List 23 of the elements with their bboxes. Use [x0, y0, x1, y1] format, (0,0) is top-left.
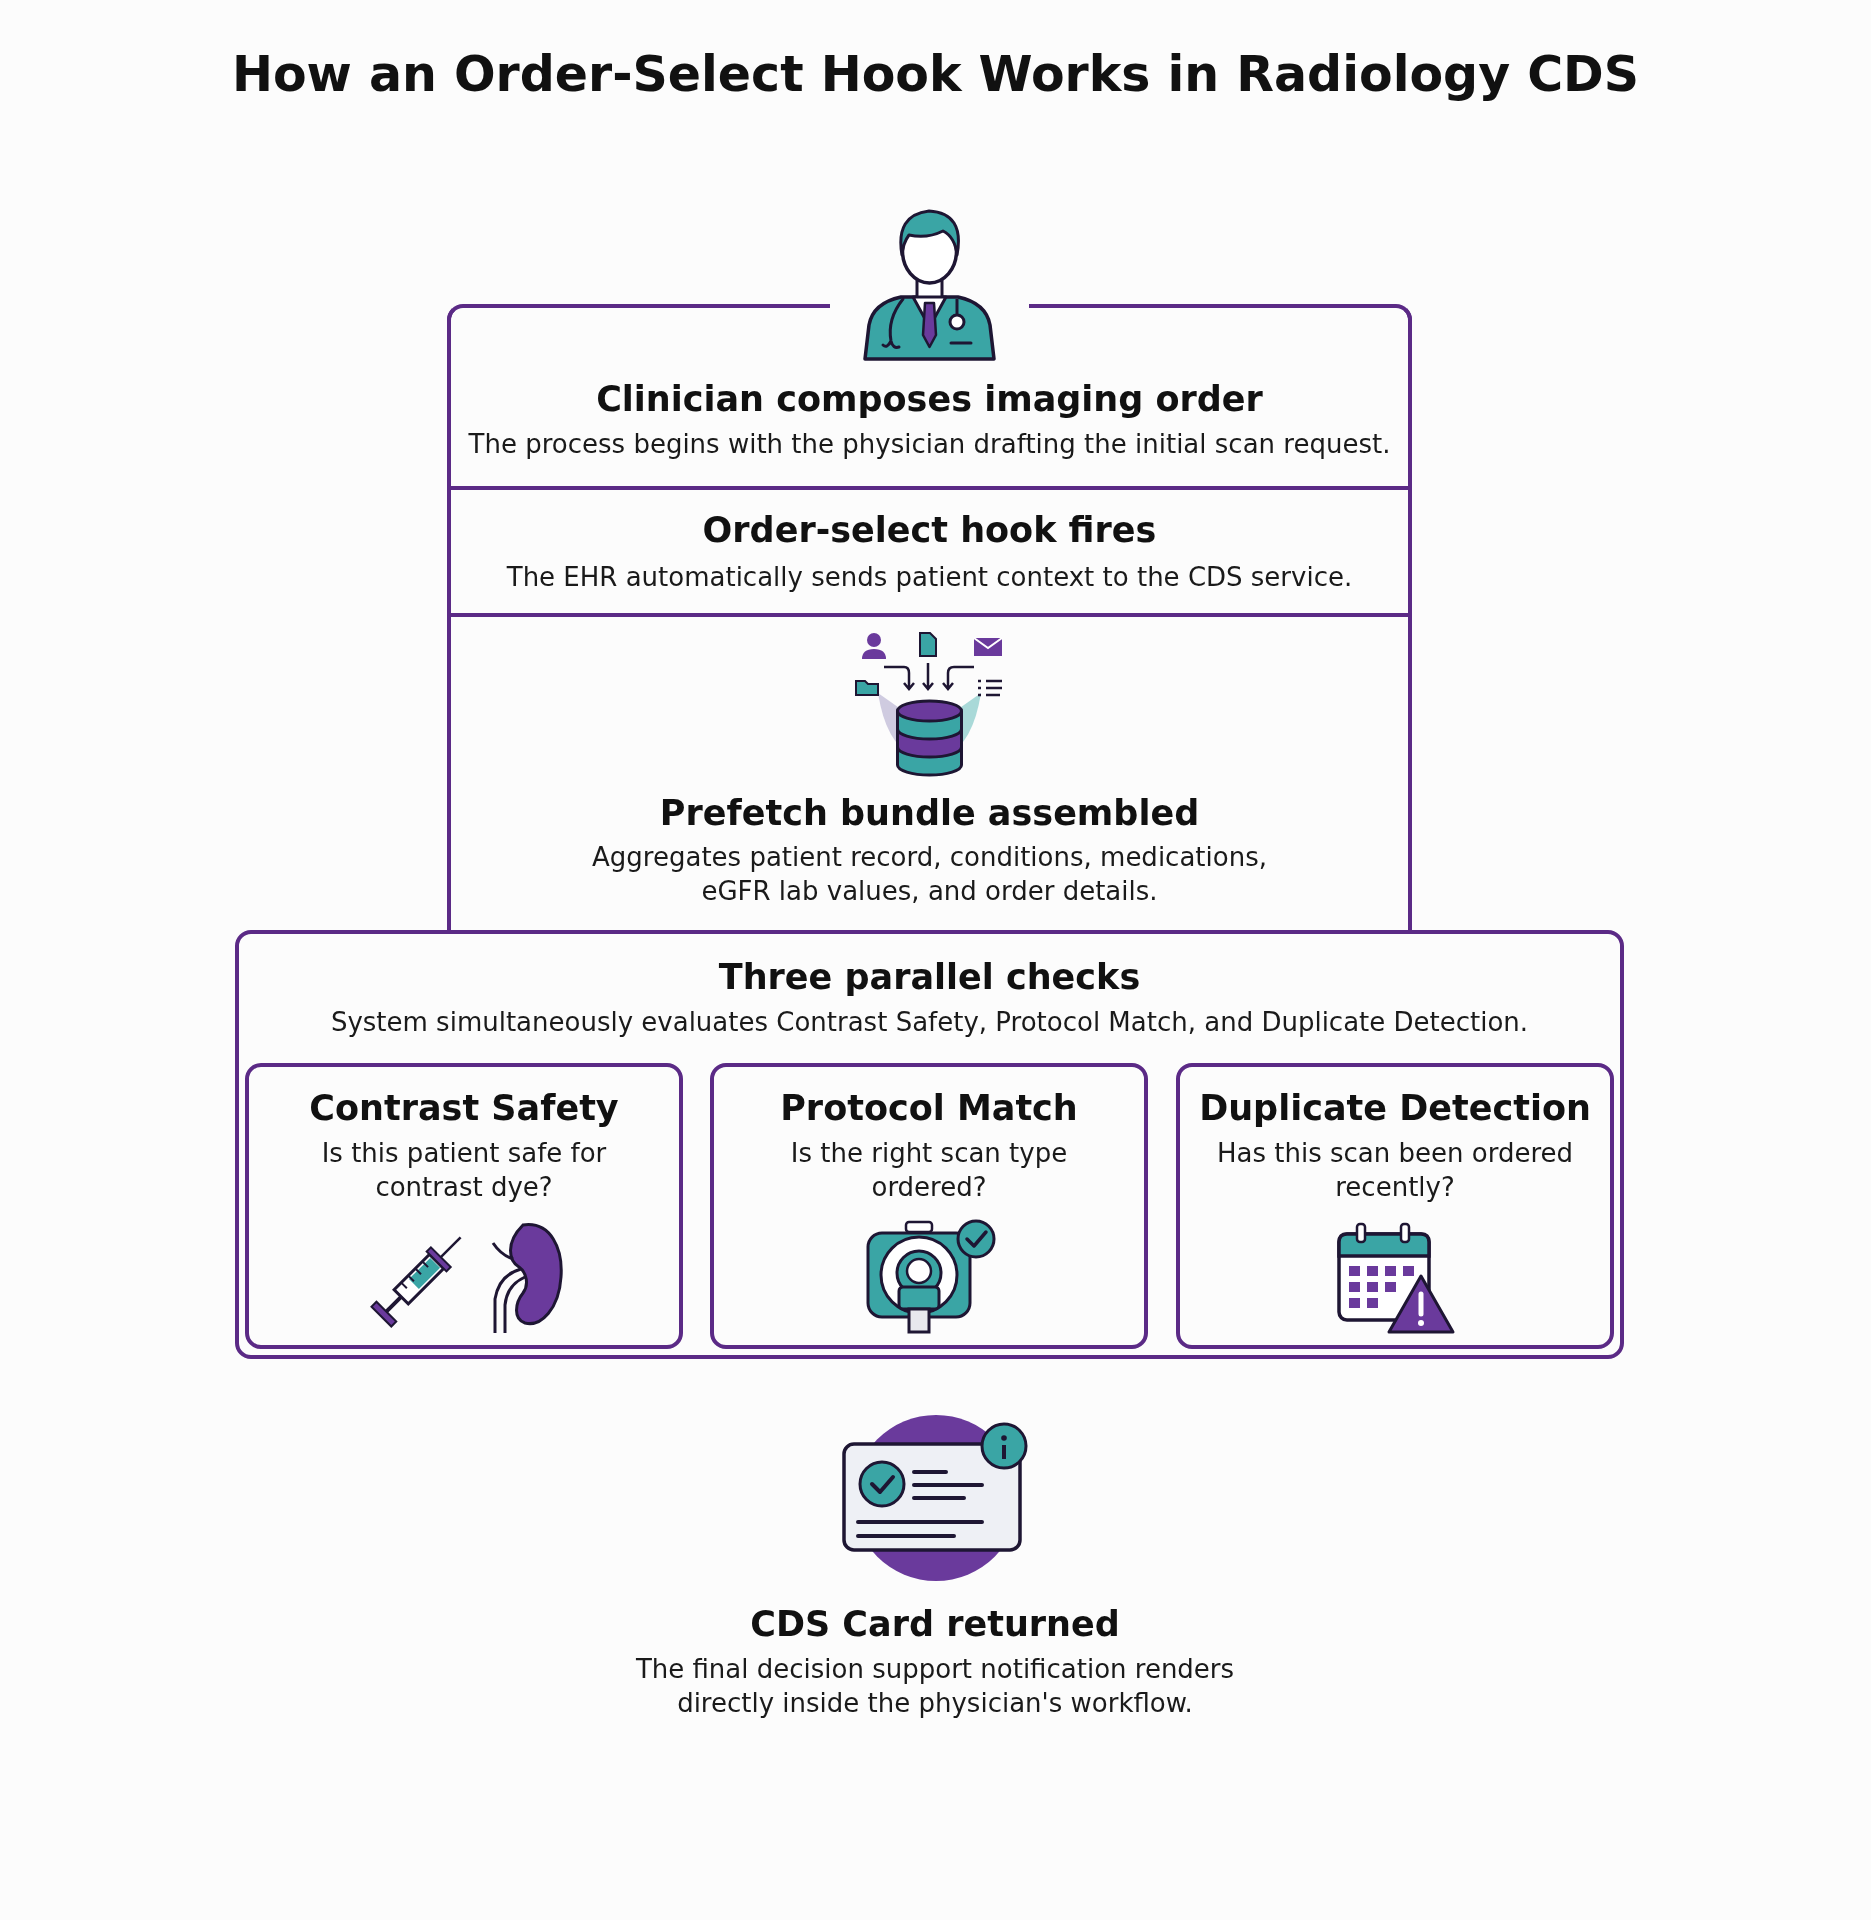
step-heading: Prefetch bundle assembled [659, 792, 1200, 834]
check-card [710, 1063, 1148, 1349]
step-panel [447, 617, 1412, 930]
step-description: Is this patient safe for contrast dye? [320, 1137, 608, 1204]
check-card [1176, 1063, 1614, 1349]
step-panel [447, 490, 1412, 617]
step-description: The final decision support notification renders directly inside the physician's workflow. [634, 1653, 1236, 1720]
checks-panel [235, 930, 1624, 1359]
diagram-title: How an Order-Select Hook Works in Radiology CDS [231, 46, 1640, 104]
step-heading: Order-select hook fires [702, 509, 1157, 551]
step-description: Has this scan been ordered recently? [1216, 1137, 1574, 1204]
step-description: The EHR automatically sends patient context to the CDS service. [506, 561, 1353, 594]
step-heading: CDS Card returned [750, 1603, 1120, 1645]
step-heading: Protocol Match [780, 1087, 1078, 1129]
step-description: Aggregates patient record, conditions, medications, eGFR lab values, and order details. [591, 841, 1268, 908]
step-description: Is the right scan type ordered? [789, 1137, 1069, 1204]
step-description: System simultaneously evaluates Contrast Safety, Protocol Match, and Duplicate Detection. [330, 1006, 1529, 1039]
step-heading: Clinician composes imaging order [596, 378, 1263, 420]
step-heading: Contrast Safety [309, 1087, 619, 1129]
step-heading: Duplicate Detection [1199, 1087, 1591, 1129]
step-heading: Three parallel checks [718, 956, 1141, 998]
step-description: The process begins with the physician drafting the initial scan request. [468, 428, 1391, 461]
check-card [245, 1063, 683, 1349]
